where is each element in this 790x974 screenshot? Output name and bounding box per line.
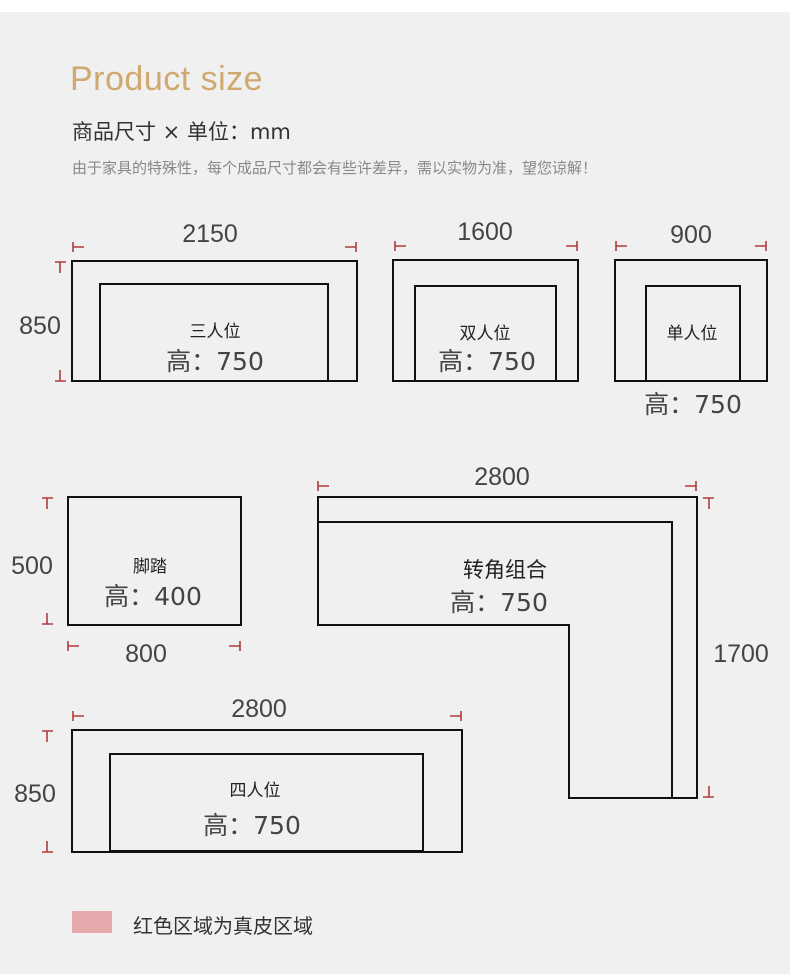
corner-outline <box>317 496 698 799</box>
footstool-label: 脚踏 <box>133 557 167 577</box>
three-seat-label: 三人位 <box>190 322 241 342</box>
two-seat-width-marker-right <box>566 241 578 251</box>
footstool-depth-marker-bottom <box>42 613 53 625</box>
corner-width-marker-left <box>317 481 329 491</box>
four-seat-width: 2800 <box>231 695 287 723</box>
four-seat-depth: 850 <box>14 780 56 808</box>
footstool-width-marker-left <box>67 641 79 651</box>
corner-inner <box>318 521 673 798</box>
four-seat-label: 四人位 <box>230 781 281 801</box>
footstool-depth-marker-top <box>42 497 53 509</box>
three-seat-width: 2150 <box>182 220 238 248</box>
corner-height: 高：750 <box>450 588 548 617</box>
four-seat-width-marker-left <box>72 711 84 721</box>
footstool-width: 800 <box>125 640 167 668</box>
corner-depth-marker-bottom <box>703 786 714 798</box>
two-seat-width: 1600 <box>457 218 513 246</box>
two-seat-width-marker-left <box>394 241 406 251</box>
three-seat-width-marker-right <box>345 242 357 252</box>
two-seat-height: 高：750 <box>438 347 536 376</box>
footstool-height: 高：400 <box>104 582 202 611</box>
three-seat-width-marker-left <box>72 242 84 252</box>
disclaimer-note: 由于家具的特殊性，每个成品尺寸都会有些许差异，需以实物为准，望您谅解！ <box>72 159 598 177</box>
single-seat-height: 高：750 <box>644 390 742 419</box>
three-seat-depth-marker-top <box>55 261 66 273</box>
footstool-outline <box>67 496 242 626</box>
four-seat-depth-marker-bottom <box>42 841 53 853</box>
page-subtitle: 商品尺寸 × 单位：mm <box>72 120 291 144</box>
four-seat-width-marker-right <box>450 711 462 721</box>
three-seat-inner <box>99 283 329 382</box>
legend-swatch <box>72 911 112 933</box>
two-seat-inner <box>414 285 557 382</box>
footstool-depth: 500 <box>11 552 53 580</box>
corner-width-marker-right <box>685 481 697 491</box>
three-seat-height: 高：750 <box>166 347 264 376</box>
single-seat-outline <box>614 259 768 382</box>
corner-depth: 1700 <box>713 640 769 668</box>
three-seat-depth-marker-bottom <box>55 370 66 382</box>
two-seat-label: 双人位 <box>460 324 511 344</box>
footstool-width-marker-right <box>229 641 241 651</box>
corner-label: 转角组合 <box>463 558 547 582</box>
corner-width: 2800 <box>474 463 530 491</box>
single-seat-width-marker-left <box>615 241 627 251</box>
single-seat-inner <box>645 285 741 382</box>
page-title: Product size <box>70 60 264 98</box>
four-seat-height: 高：750 <box>203 811 301 840</box>
single-seat-label: 单人位 <box>667 324 718 344</box>
single-seat-width: 900 <box>670 221 712 249</box>
corner-depth-marker-top <box>703 497 714 509</box>
legend-text: 红色区域为真皮区域 <box>133 914 313 938</box>
four-seat-depth-marker-top <box>42 730 53 742</box>
single-seat-width-marker-right <box>755 241 767 251</box>
three-seat-depth: 850 <box>19 312 61 340</box>
four-seat-inner <box>109 753 424 852</box>
top-band <box>0 0 790 12</box>
